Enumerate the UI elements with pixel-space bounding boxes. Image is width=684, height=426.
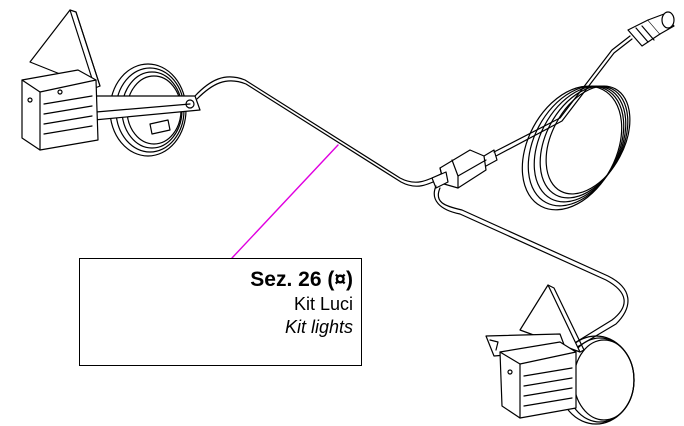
left-light-unit bbox=[21, 9, 201, 157]
left-bracket bbox=[87, 95, 201, 135]
left-lamp-housing bbox=[21, 69, 99, 151]
junction-connector-icon bbox=[431, 149, 498, 189]
callout-leader-line bbox=[231, 144, 339, 259]
left-warning-triangle bbox=[29, 9, 101, 89]
section-reference[interactable]: Sez. 26 (¤) bbox=[250, 268, 353, 291]
cable-left-to-junction bbox=[194, 76, 446, 183]
cable-coil bbox=[521, 85, 631, 211]
part-name-italian: Kit Luci bbox=[293, 294, 353, 314]
part-name-english: Kit lights bbox=[284, 317, 353, 337]
right-lamp-housing bbox=[499, 341, 577, 419]
callout-box: Sez. 26 (¤) Kit Luci Kit lights bbox=[79, 258, 362, 366]
right-light-unit bbox=[485, 284, 635, 425]
plug-connector-icon bbox=[627, 11, 675, 47]
cable-junction-to-plug bbox=[493, 35, 631, 153]
cable-junction-to-right bbox=[433, 185, 625, 353]
